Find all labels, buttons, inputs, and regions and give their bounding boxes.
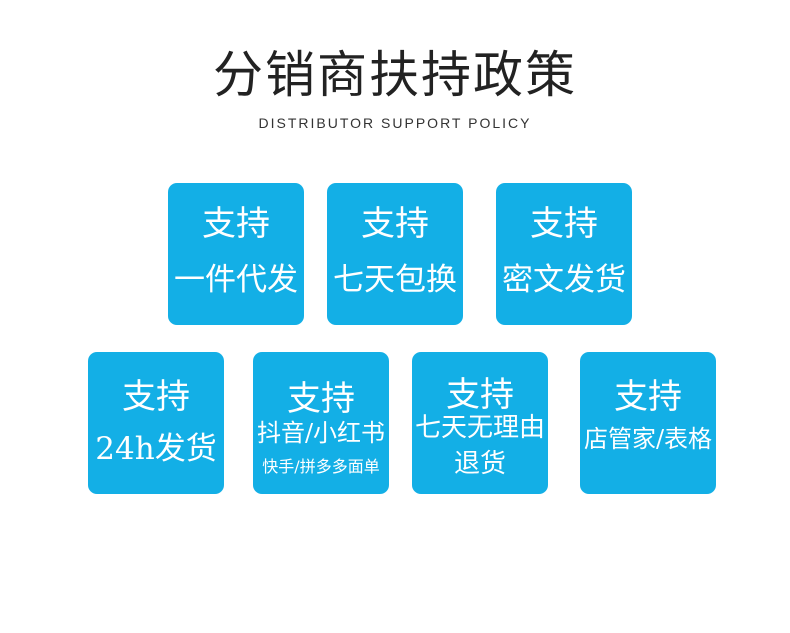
card-text: 抖音/小红书: [256, 419, 386, 447]
card-text: 七天无理由: [414, 413, 545, 443]
card-text: 快手/拼多多面单: [262, 457, 380, 476]
card-text: 24h发货: [95, 431, 217, 467]
card-text: 一件代发: [174, 262, 298, 298]
policy-card-platform-labels: 支持 抖音/小红书 快手/拼多多面单: [253, 352, 389, 494]
policy-card-24h-shipping: 支持 24h发货: [88, 352, 224, 494]
policy-card-dropship: 支持 一件代发: [168, 183, 304, 325]
card-heading: 支持: [614, 377, 682, 417]
card-text: 退货: [453, 449, 506, 479]
policy-card-returns: 支持 七天无理由 退货: [412, 352, 548, 494]
page-title: 分销商扶持政策: [213, 46, 577, 104]
policy-card-exchange: 支持 七天包换: [327, 183, 463, 325]
card-heading: 支持: [202, 204, 270, 244]
card-heading: 支持: [287, 379, 355, 419]
card-heading: 支持: [361, 204, 429, 244]
card-text: 七天包换: [333, 262, 457, 298]
card-text: 密文发货: [502, 262, 626, 298]
card-heading: 支持: [122, 377, 190, 417]
policy-card-encrypted-shipping: 支持 密文发货: [496, 183, 632, 325]
page-subtitle: DISTRIBUTOR SUPPORT POLICY: [258, 115, 532, 131]
card-heading: 支持: [446, 375, 514, 415]
card-text: 店管家/表格: [583, 425, 713, 453]
policy-card-store-manager: 支持 店管家/表格: [580, 352, 716, 494]
card-heading: 支持: [530, 204, 598, 244]
